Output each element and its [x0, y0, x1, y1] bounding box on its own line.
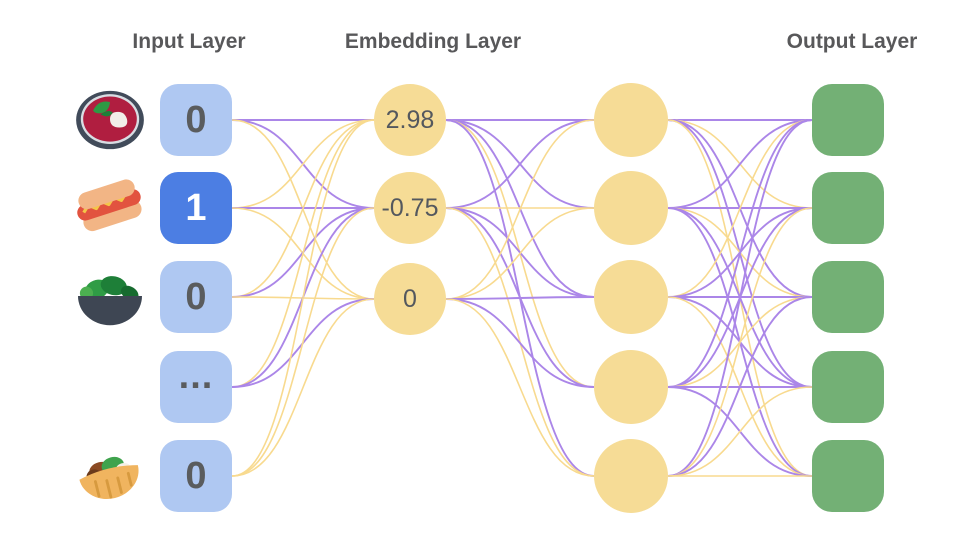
hidden-node: [594, 260, 668, 334]
salad-icon: [72, 265, 148, 329]
hidden-node: [594, 350, 668, 424]
input-node: 0: [160, 440, 232, 512]
soup-icon: [72, 88, 148, 152]
embedding-node: -0.75: [374, 172, 446, 244]
connection-line: [231, 207, 375, 477]
embedding-node: 0: [374, 263, 446, 335]
connection-line: [231, 119, 375, 477]
connection-line: [231, 298, 375, 477]
connection-line: [667, 119, 813, 298]
connection-line: [667, 119, 813, 477]
input-node-value: 0: [185, 98, 207, 141]
input-layer-title: Input Layer: [132, 30, 246, 53]
connection-line: [231, 119, 375, 388]
connection-line: [667, 386, 813, 477]
hidden-node: [594, 83, 668, 157]
input-node: ...: [160, 351, 232, 423]
hidden-node: [594, 439, 668, 513]
connection-line: [667, 119, 813, 388]
input-node: 0: [160, 261, 232, 333]
embedding-node: 2.98: [374, 84, 446, 156]
output-node: [812, 440, 884, 512]
embedding-node-value: -0.75: [381, 193, 439, 222]
pita-icon: [72, 444, 148, 508]
output-layer-title: Output Layer: [786, 30, 918, 53]
input-node-value: 0: [185, 454, 207, 497]
connection-line: [667, 119, 813, 209]
hotdog-icon: [72, 176, 148, 240]
connection-line: [445, 296, 595, 300]
connection-line: [445, 119, 595, 300]
hidden-node: [594, 171, 668, 245]
connection-line: [667, 207, 813, 477]
connection-line: [445, 298, 595, 477]
output-node: [812, 261, 884, 333]
embedding-node-value: 0: [403, 284, 417, 313]
input-node: 0: [160, 84, 232, 156]
input-node-value: ...: [178, 354, 214, 397]
connection-line: [445, 207, 595, 300]
output-node: [812, 84, 884, 156]
connection-line: [231, 119, 375, 209]
connection-line: [445, 298, 595, 388]
connection-line: [667, 296, 813, 477]
output-node: [812, 351, 884, 423]
input-node-value: 1: [185, 186, 207, 229]
input-node: 1: [160, 172, 232, 244]
output-node: [812, 172, 884, 244]
input-node-value: 0: [185, 275, 207, 318]
connection-line: [445, 119, 595, 209]
embedding-layer-title: Embedding Layer: [344, 30, 522, 53]
embedding-node-value: 2.98: [385, 105, 435, 134]
connection-line: [231, 119, 375, 298]
